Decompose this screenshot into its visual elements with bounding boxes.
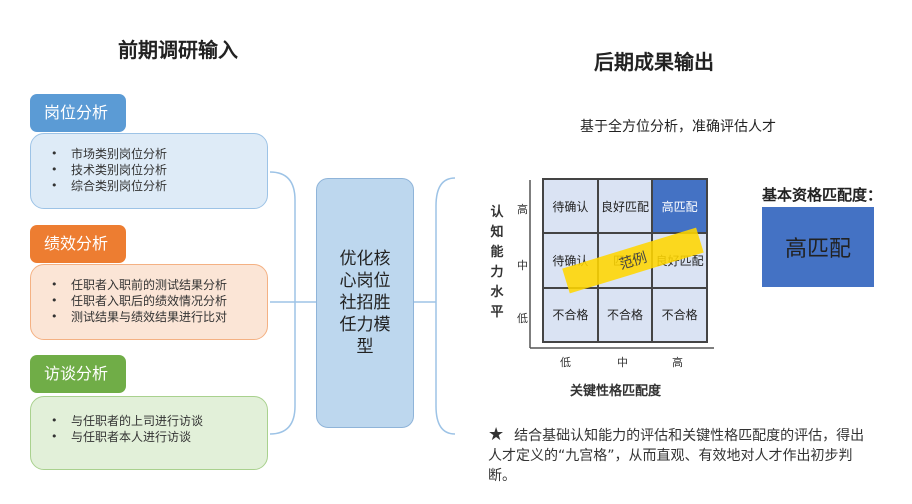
y-tick-label: 中 (517, 259, 528, 272)
left-brace (269, 171, 296, 435)
list-item: 与任职者的上司进行访谈 (49, 413, 267, 429)
grid-cell: 良好匹配 (597, 179, 653, 234)
star-icon: ★ (488, 424, 505, 445)
x-axis-label: 关键性格匹配度 (570, 384, 662, 399)
y-tick-label: 高 (517, 203, 528, 216)
list-item: 任职者入职后的绩效情况分析 (49, 293, 267, 309)
list-item: 与任职者本人进行访谈 (49, 429, 267, 445)
right-brace (435, 177, 456, 435)
y-axis-label: 认知能力水平 (490, 205, 504, 320)
list-item: 市场类别岗位分析 (49, 146, 267, 162)
range-label: 范例 (617, 249, 649, 274)
list-item: 综合类别岗位分析 (49, 178, 267, 194)
x-tick-label: 高 (672, 356, 683, 369)
tag-post-analysis: 岗位分析 (30, 94, 126, 132)
note-text: 结合基础认知能力的评估和关键性格匹配度的评估，得出人才定义的“九宫格”，从而直观… (488, 428, 865, 484)
x-tick-label: 低 (560, 356, 571, 369)
card-performance-analysis: 任职者入职前的测试结果分析 任职者入职后的绩效情况分析 测试结果与绩效结果进行比… (30, 264, 268, 340)
list-item: 测试结果与绩效结果进行比对 (49, 309, 267, 325)
x-tick-label: 中 (617, 356, 628, 369)
card-interview-analysis: 与任职者的上司进行访谈 与任职者本人进行访谈 (30, 396, 268, 470)
list-item: 任职者入职前的测试结果分析 (49, 277, 267, 293)
list-item: 技术类别岗位分析 (49, 162, 267, 178)
match-title: 基本资格匹配度： (762, 186, 883, 204)
grid-cell: 不合格 (652, 287, 707, 342)
match-value: 高匹配 (784, 237, 851, 262)
grid-cell-highlight: 高匹配 (652, 179, 707, 234)
competency-model-box: 优化核心岗位社招胜任力模型 (316, 178, 414, 428)
grid-cell: 不合格 (543, 287, 598, 342)
summary-note: ★结合基础认知能力的评估和关键性格匹配度的评估，得出人才定义的“九宫格”，从而直… (488, 425, 878, 486)
tag-performance-analysis: 绩效分析 (30, 225, 126, 263)
left-section-title: 前期调研输入 (118, 38, 238, 62)
grid-cell: 待确认 (543, 179, 598, 234)
card-post-analysis: 市场类别岗位分析 技术类别岗位分析 综合类别岗位分析 (30, 133, 268, 209)
y-tick-label: 低 (517, 312, 528, 325)
tag-interview-analysis: 访谈分析 (30, 355, 126, 393)
model-label: 优化核心岗位社招胜任力模型 (339, 249, 391, 357)
output-subtitle: 基于全方位分析，准确评估人才 (580, 119, 776, 135)
grid-cell: 不合格 (597, 287, 653, 342)
right-section-title: 后期成果输出 (594, 50, 714, 74)
match-result-box: 高匹配 (762, 207, 874, 287)
